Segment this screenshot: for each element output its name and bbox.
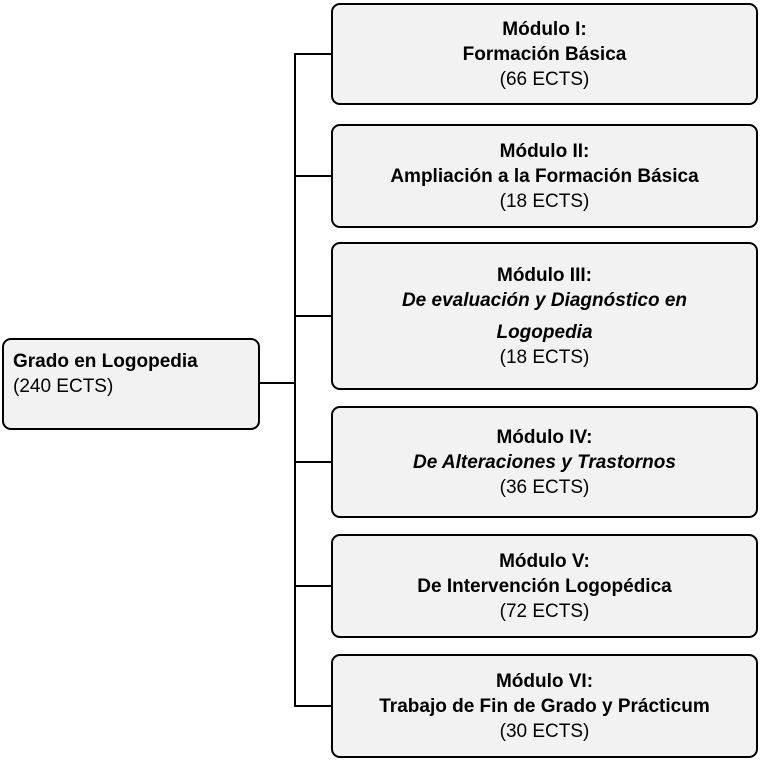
module-ects: (30 ECTS) xyxy=(499,720,590,742)
branch-line-module-6 xyxy=(294,705,332,707)
module-node-2: Módulo II: Ampliación a la Formación Bás… xyxy=(331,124,758,228)
branch-line-module-2 xyxy=(294,175,332,177)
module-title: Módulo I: xyxy=(502,18,587,40)
module-title: Módulo III: xyxy=(497,264,592,286)
module-subtitle: De Intervención Logopédica xyxy=(417,575,672,597)
module-subtitle: De evaluación y Diagnóstico en xyxy=(401,289,688,311)
root-connector-line xyxy=(260,382,296,384)
module-node-3: Módulo III: De evaluación y Diagnóstico … xyxy=(331,242,758,390)
branch-line-module-1 xyxy=(294,53,332,55)
module-ects: (18 ECTS) xyxy=(499,190,590,212)
branch-line-module-3 xyxy=(294,315,332,317)
module-title: Módulo V: xyxy=(499,550,590,572)
module-subtitle: Ampliación a la Formación Básica xyxy=(390,165,699,187)
module-title: Módulo VI: xyxy=(495,670,594,692)
module-ects: (18 ECTS) xyxy=(499,346,590,368)
module-node-1: Módulo I: Formación Básica (66 ECTS) xyxy=(331,3,758,105)
branch-line-module-4 xyxy=(294,461,332,463)
module-title: Módulo II: xyxy=(499,140,590,162)
module-ects: (72 ECTS) xyxy=(499,600,590,622)
module-ects: (36 ECTS) xyxy=(499,476,590,498)
module-subtitle: Trabajo de Fin de Grado y Prácticum xyxy=(379,695,710,717)
trunk-connector-line xyxy=(294,53,296,707)
root-node: Grado en Logopedia (240 ECTS) xyxy=(2,338,260,430)
module-subtitle: Formación Básica xyxy=(462,43,627,65)
module-node-5: Módulo V: De Intervención Logopédica (72… xyxy=(331,534,758,638)
module-node-4: Módulo IV: De Alteraciones y Trastornos … xyxy=(331,406,758,518)
module-title: Módulo IV: xyxy=(496,426,593,448)
module-ects: (66 ECTS) xyxy=(499,68,590,90)
module-subtitle: De Alteraciones y Trastornos xyxy=(413,451,676,473)
module-subtitle-line-2: Logopedia xyxy=(496,321,593,343)
root-node-title: Grado en Logopedia xyxy=(13,351,198,372)
branch-line-module-5 xyxy=(294,585,332,587)
root-node-ects: (240 ECTS) xyxy=(13,376,114,397)
module-node-6: Módulo VI: Trabajo de Fin de Grado y Prá… xyxy=(331,654,758,758)
